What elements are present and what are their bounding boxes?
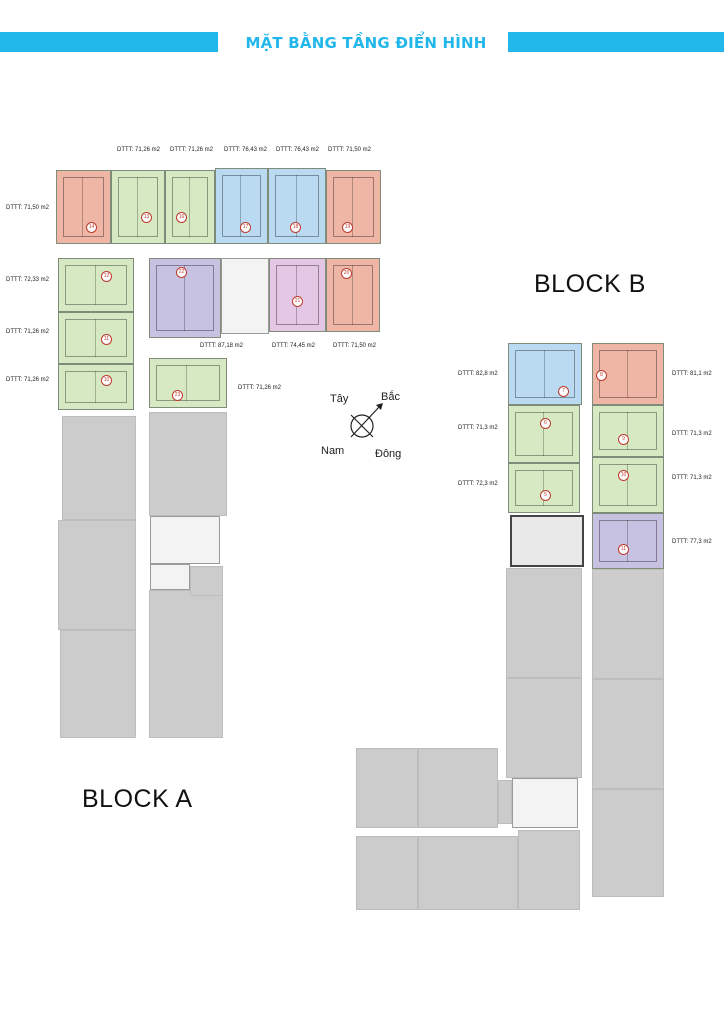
unit-a14[interactable] [56,170,111,244]
area-b-l3: DTTT: 72,3 m2 [458,481,498,487]
compass-west: Tây [330,393,349,405]
stair-core-a [150,516,220,564]
block-a-floor-mid-2 [149,590,223,738]
block-a-floor-left-2 [58,520,136,630]
area-b-l2: DTTT: 71,3 m2 [458,425,498,431]
unit-a17[interactable] [215,168,268,244]
unit-number: 20 [341,268,352,279]
compass-icon [350,403,383,438]
area-a-mid-2: DTTT: 74,45 m2 [272,343,316,349]
block-b-label: BLOCK B [534,270,646,298]
unit-a11[interactable] [58,312,134,364]
block-b-floor-right-3 [592,789,664,897]
block-a-floor-left-3 [60,630,136,738]
stair-core-b [510,515,584,567]
stair-core-b2 [512,778,578,828]
unit-number: 7 [558,386,569,397]
unit-a19[interactable] [326,170,381,244]
area-b-r3: DTTT: 71,3 m2 [672,475,712,481]
corridor-core-a [221,258,269,334]
unit-number: 13 [141,212,152,223]
unit-b8[interactable] [592,343,664,405]
unit-number: 22 [176,267,187,278]
block-a-floor-left-1 [62,416,136,520]
block-b-wing-6 [518,830,580,910]
unit-b9[interactable] [592,405,664,457]
unit-number: 8 [596,370,607,381]
elevator-core-a [150,564,190,590]
block-b-floor-right-2 [592,679,664,789]
unit-a20[interactable] [326,258,380,332]
unit-number: 9 [618,434,629,445]
area-b-r2: DTTT: 71,3 m2 [672,431,712,437]
compass-south: Nam [321,445,345,457]
unit-b6[interactable] [508,405,580,463]
unit-a13[interactable] [111,170,165,244]
unit-number: 11 [101,334,112,345]
area-b-l1: DTTT: 82,8 m2 [458,371,498,377]
header-bar-right [508,32,724,52]
area-a-left-1: DTTT: 72,33 m2 [6,277,50,283]
compass-east: Đông [375,448,402,460]
block-b-floor-left-2 [506,678,582,778]
block-b-wing-1 [356,748,418,828]
unit-number: 21 [292,296,303,307]
area-a-mid-right: DTTT: 71,26 m2 [238,385,282,391]
block-b-wing-3 [498,780,512,824]
area-a-left-top: DTTT: 71,50 m2 [6,205,50,211]
area-a-top-2: DTTT: 71,26 m2 [170,147,214,153]
block-b-floor-right-1 [592,569,664,679]
unit-a16[interactable] [165,170,215,244]
area-a-top-1: DTTT: 71,26 m2 [117,147,161,153]
block-b-wing-2 [418,748,498,828]
area-b-r1: DTTT: 81,1 m2 [672,371,712,377]
block-b-wing-5 [418,836,518,910]
unit-number: 10 [618,470,629,481]
unit-a12[interactable] [58,258,134,312]
page-title: MẶT BẰNG TẦNG ĐIỂN HÌNH [245,34,487,52]
area-a-top-4: DTTT: 76,43 m2 [276,147,320,153]
block-a-floor-mid-3 [190,566,223,596]
header-bar-left [0,32,218,52]
unit-number: 23 [172,390,183,401]
unit-a23[interactable] [149,358,227,408]
area-a-mid-1: DTTT: 87,18 m2 [200,343,244,349]
unit-b5[interactable] [508,463,580,513]
area-a-top-5: DTTT: 71,50 m2 [328,147,372,153]
block-b-wing-4 [356,836,418,910]
unit-number: 11 [618,544,629,555]
block-a-label: BLOCK A [82,785,193,813]
area-b-r4: DTTT: 77,3 m2 [672,539,712,545]
unit-a21[interactable] [269,258,326,332]
unit-b11[interactable] [592,513,664,569]
block-b-floor-left-1 [506,568,582,678]
unit-number: 6 [540,418,551,429]
block-a-floor-mid-1 [149,412,227,516]
area-a-mid-3: DTTT: 71,50 m2 [333,343,377,349]
unit-number: 12 [101,271,112,282]
compass-north: Bắc [381,391,400,403]
unit-number: 10 [101,375,112,386]
unit-number: 17 [240,222,251,233]
area-a-left-2: DTTT: 71,26 m2 [6,329,50,335]
unit-b7[interactable] [508,343,582,405]
unit-a18[interactable] [268,168,326,244]
unit-b10[interactable] [592,457,664,513]
unit-a10[interactable] [58,364,134,410]
area-a-top-3: DTTT: 76,43 m2 [224,147,268,153]
unit-number: 14 [86,222,97,233]
unit-a22[interactable] [149,258,221,338]
unit-number: 16 [176,212,187,223]
area-a-left-3: DTTT: 71,26 m2 [6,377,50,383]
unit-number: 18 [290,222,301,233]
unit-number: 5 [540,490,551,501]
unit-number: 19 [342,222,353,233]
